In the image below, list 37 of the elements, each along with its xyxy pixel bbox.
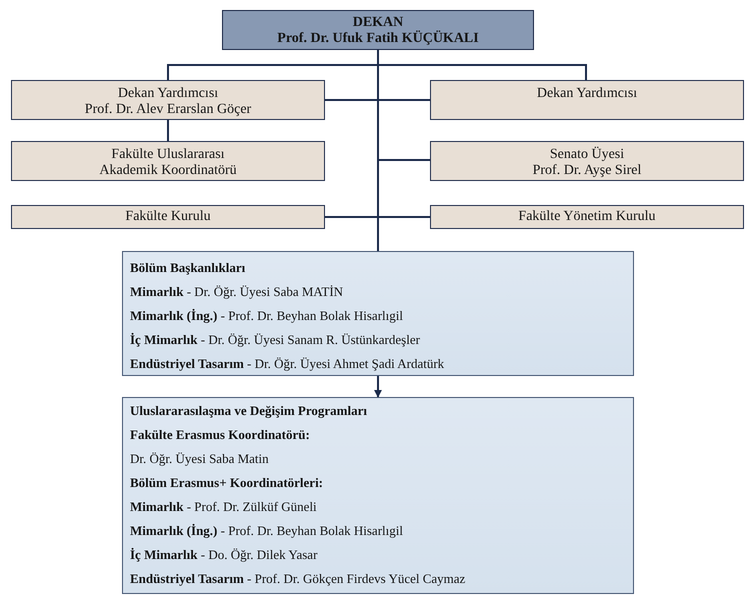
role-box xyxy=(11,80,325,120)
dean-box xyxy=(222,10,534,50)
person-name: Prof. Dr. Ufuk Fatih KÜÇÜKALI xyxy=(277,31,479,47)
role-box xyxy=(11,141,325,181)
arrow xyxy=(374,376,382,398)
role-title: DEKAN xyxy=(352,15,404,30)
list-entry: Mimarlık - Dr. Öğr. Üyesi Saba MATİN xyxy=(130,283,344,301)
role-title: Fakülte Uluslararası Akademik Koordinatörü xyxy=(98,147,238,179)
list-entry: İç Mimarlık - Do. Öğr. Dilek Yasar xyxy=(130,546,318,564)
role-box xyxy=(11,205,325,229)
role-title: Senato Üyesi xyxy=(550,147,624,163)
info-panel xyxy=(122,251,634,376)
section-heading: Uluslararasılaşma ve Değişim Programları xyxy=(130,402,367,420)
role-title: Fakülte Kurulu xyxy=(125,209,211,225)
connector-line xyxy=(325,99,430,101)
section-heading: Bölüm Erasmus+ Koordinatörleri: xyxy=(130,474,324,492)
info-panel xyxy=(122,397,634,594)
role-title: Fakülte Yönetim Kurulu xyxy=(518,209,656,225)
connector-line xyxy=(325,216,430,218)
role-box xyxy=(430,141,744,181)
role-title: Dekan Yardımcısı xyxy=(536,86,638,102)
list-entry: Mimarlık (İng.) - Prof. Dr. Beyhan Bolak Hisarlıgil xyxy=(130,307,403,325)
list-entry: Mimarlık (İng.) - Prof. Dr. Beyhan Bolak Hisarlıgil xyxy=(130,522,403,540)
role-box xyxy=(430,205,744,229)
list-entry: Mimarlık - Prof. Dr. Zülküf Güneli xyxy=(130,498,317,516)
person-name: Prof. Dr. Alev Erarslan Göçer xyxy=(84,102,252,118)
section-heading: Fakülte Erasmus Koordinatörü: xyxy=(130,426,310,444)
list-entry: Endüstriyel Tasarım - Dr. Öğr. Üyesi Ahmet Şadi Ardatürk xyxy=(130,355,444,373)
connector-line xyxy=(377,50,379,251)
connector-line xyxy=(167,120,169,141)
list-entry: İç Mimarlık - Dr. Öğr. Üyesi Sanam R. Üstünkardeşler xyxy=(130,331,420,349)
section-heading: Bölüm Başkanlıkları xyxy=(130,259,246,277)
list-entry: Endüstriyel Tasarım - Prof. Dr. Gökçen Firdevs Yücel Caymaz xyxy=(130,570,466,588)
person-name: Prof. Dr. Ayşe Sirel xyxy=(532,163,642,179)
role-box xyxy=(430,80,744,120)
role-title: Dekan Yardımcısı xyxy=(118,86,218,102)
list-entry: Dr. Öğr. Üyesi Saba Matin xyxy=(130,450,269,468)
